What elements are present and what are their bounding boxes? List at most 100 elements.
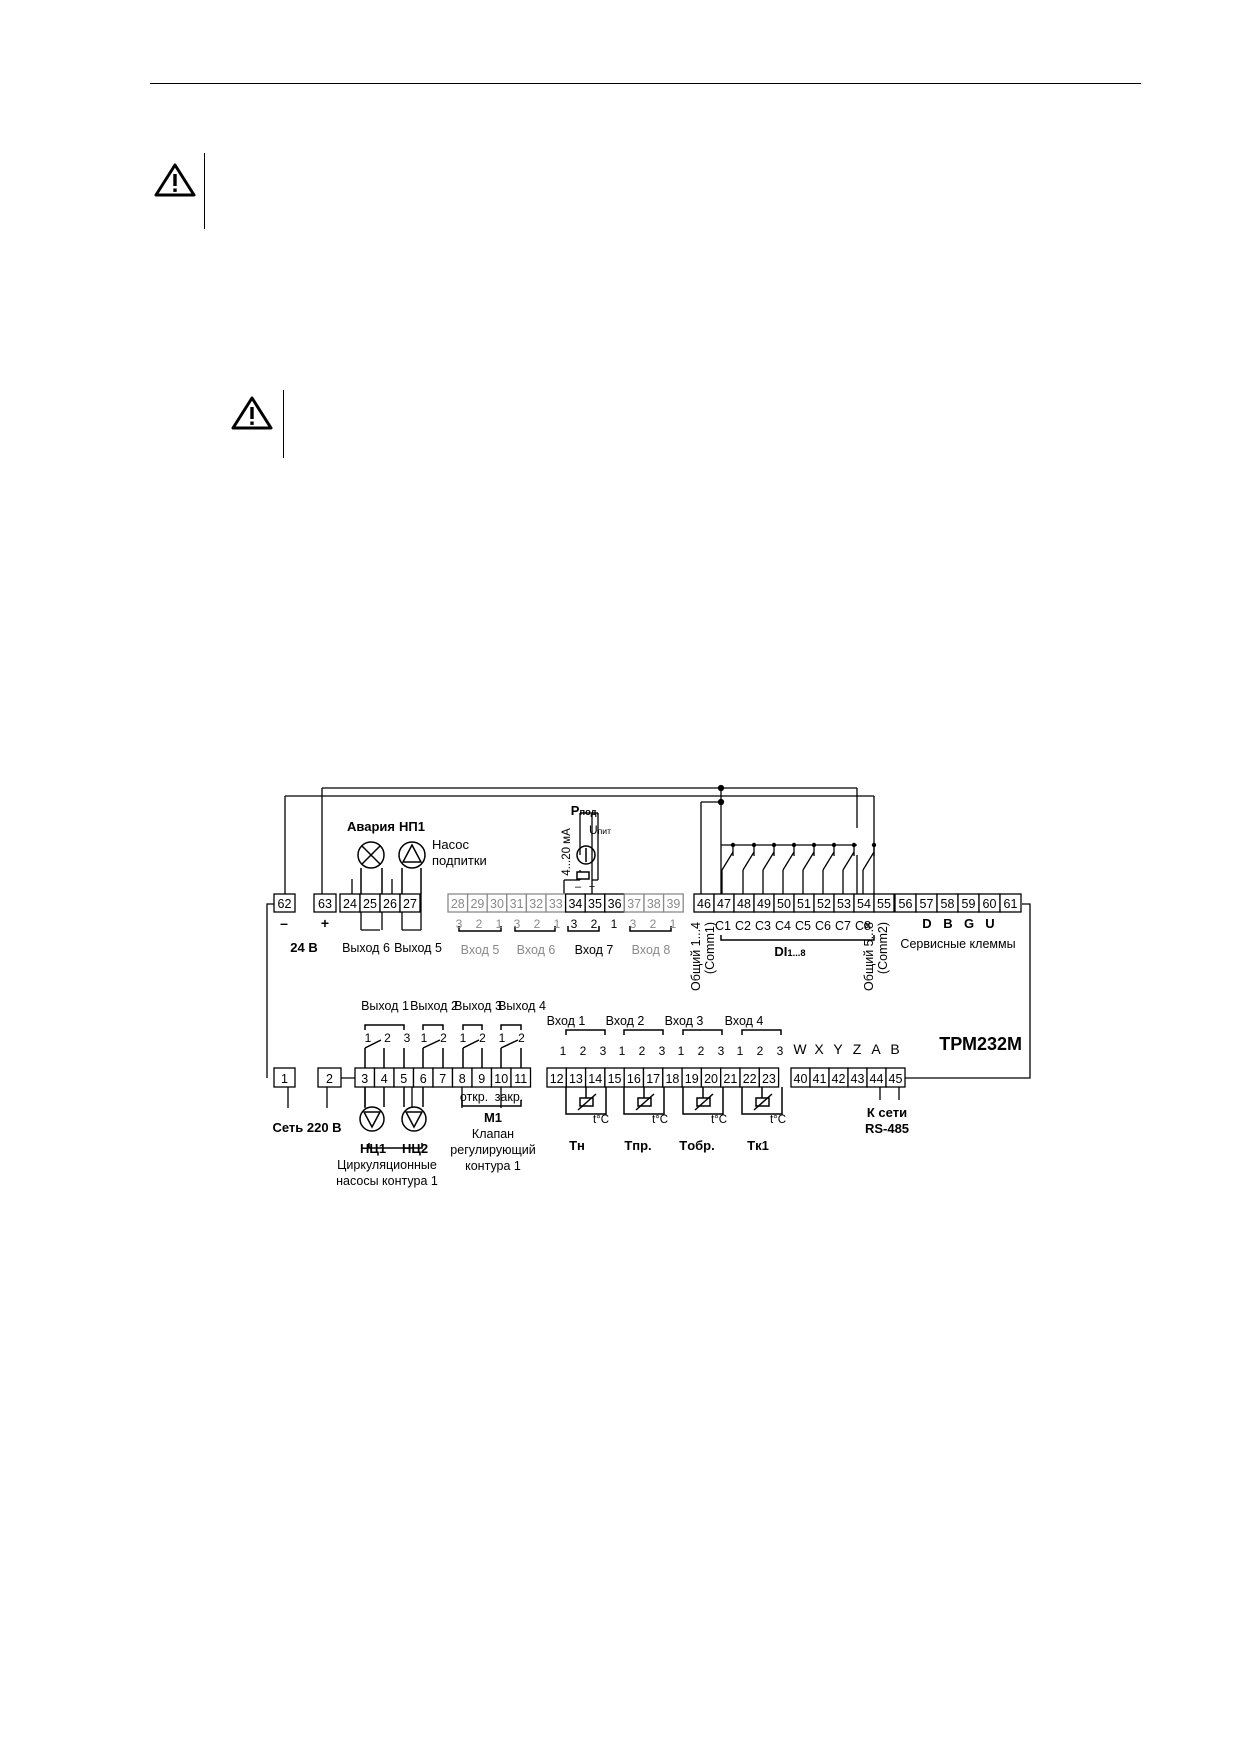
terminal-number: 22 [743, 1072, 757, 1086]
di-group-label: DI1...8 [774, 944, 805, 959]
terminal-number: 57 [920, 897, 934, 911]
current-range-label: 4...20 мА [561, 828, 573, 876]
valve-label: Клапан [472, 1127, 514, 1141]
rs485-letter: B [890, 1041, 899, 1057]
terminal-22: 22 [739, 1067, 760, 1088]
sensor-minus: – [575, 881, 582, 893]
terminal-number: 19 [685, 1072, 699, 1086]
pin-number: 1 [619, 1044, 626, 1058]
input7-label: Вход 7 [575, 943, 614, 957]
relay-output1 [364, 1039, 405, 1068]
di-channel-label: C7 [835, 919, 851, 933]
minus-sign: – [280, 915, 288, 931]
terminal-number: 23 [762, 1072, 776, 1086]
pin-number: 3 [456, 917, 463, 931]
temperature-unit: t°C [593, 1114, 609, 1126]
makeup-pump-label: Насос [432, 837, 469, 852]
terminal-number: 61 [1004, 897, 1018, 911]
terminal-number: 10 [494, 1072, 508, 1086]
pin-number: 1 [460, 1031, 467, 1045]
terminal-50: 50 [773, 893, 795, 913]
pin-number: 3 [514, 917, 521, 931]
terminal-62: 62 [273, 893, 296, 913]
tobr-label: Tобр. [679, 1138, 714, 1153]
terminal-number: 59 [962, 897, 976, 911]
di-switch [762, 842, 777, 894]
terminal-number: 30 [490, 897, 504, 911]
in2-label: Вход 2 [606, 1014, 645, 1028]
terminal-26: 26 [379, 893, 401, 913]
terminal-number: 55 [877, 897, 891, 911]
terminal-number: 38 [647, 897, 661, 911]
comm1-label: (Comm1) [703, 922, 717, 974]
terminal-number: 17 [646, 1072, 660, 1086]
di-switch [742, 842, 757, 894]
terminal-58: 58 [936, 893, 959, 913]
terminal-29: 29 [466, 893, 488, 913]
input6-label: Вход 6 [517, 943, 556, 957]
header-rule [150, 83, 1141, 84]
di-switch [822, 842, 837, 894]
terminal-number: 35 [588, 897, 602, 911]
terminal-number: 14 [588, 1072, 602, 1086]
pin-number: 3 [659, 1044, 666, 1058]
temperature-unit: t°C [711, 1114, 727, 1126]
pin-number: 2 [440, 1031, 447, 1045]
warning-divider [283, 390, 284, 458]
terminal-60: 60 [978, 893, 1001, 913]
pin-number: 1 [421, 1031, 428, 1045]
pin-number: 1 [560, 1044, 567, 1058]
pin-number: 2 [384, 1031, 391, 1045]
plus-sign: + [321, 915, 329, 931]
terminal-number: 54 [857, 897, 871, 911]
terminal-number: 11 [514, 1072, 527, 1086]
terminal-number: 21 [723, 1072, 737, 1086]
pin-number: 2 [479, 1031, 486, 1045]
di-switch [782, 842, 797, 894]
terminal-54: 54 [853, 893, 875, 913]
service-letter: U [985, 916, 994, 931]
terminal-52: 52 [813, 893, 835, 913]
terminal-45: 45 [885, 1067, 906, 1088]
sensor-tpr-icon [623, 1087, 665, 1115]
terminal-15: 15 [604, 1067, 625, 1088]
terminal-61: 61 [999, 893, 1022, 913]
common14-label: Общий 1...4 [689, 922, 703, 991]
supply-voltage-label: Uпит [589, 823, 611, 837]
tpr-label: Tпр. [624, 1138, 651, 1153]
terminal-10: 10 [490, 1067, 512, 1088]
terminal-49: 49 [753, 893, 775, 913]
terminal-number: 29 [470, 897, 484, 911]
terminal-number: 13 [569, 1072, 583, 1086]
terminal-41: 41 [809, 1067, 830, 1088]
output6-label: Выход 6 [342, 941, 390, 955]
terminal-8: 8 [451, 1067, 473, 1088]
terminal-12: 12 [546, 1067, 567, 1088]
pin-number: 3 [571, 917, 578, 931]
terminal-number: 6 [420, 1072, 427, 1086]
terminal-35: 35 [584, 893, 606, 913]
terminal-number: 58 [941, 897, 955, 911]
terminal-number: 12 [550, 1072, 564, 1086]
terminal-number: 44 [870, 1072, 884, 1086]
di-channel-label: C3 [755, 919, 771, 933]
common58-label: Общий 5...8 [862, 922, 876, 991]
terminal-number: 56 [899, 897, 913, 911]
pin-number: 2 [476, 917, 483, 931]
terminal-2: 2 [317, 1067, 342, 1088]
valve-label: контура 1 [465, 1159, 521, 1173]
terminal-25: 25 [359, 893, 381, 913]
terminal-number: 7 [439, 1072, 446, 1086]
temperature-unit: t°C [770, 1114, 786, 1126]
pin-number: 2 [534, 917, 541, 931]
supply-24v-label: 24 В [290, 940, 317, 955]
terminal-number: 20 [704, 1072, 718, 1086]
rs485-letter: A [871, 1041, 881, 1057]
terminal-number: 48 [737, 897, 751, 911]
terminal-51: 51 [793, 893, 815, 913]
terminal-number: 15 [608, 1072, 622, 1086]
pin-number: 2 [591, 917, 598, 931]
nc1-pump-icon [359, 1106, 385, 1132]
